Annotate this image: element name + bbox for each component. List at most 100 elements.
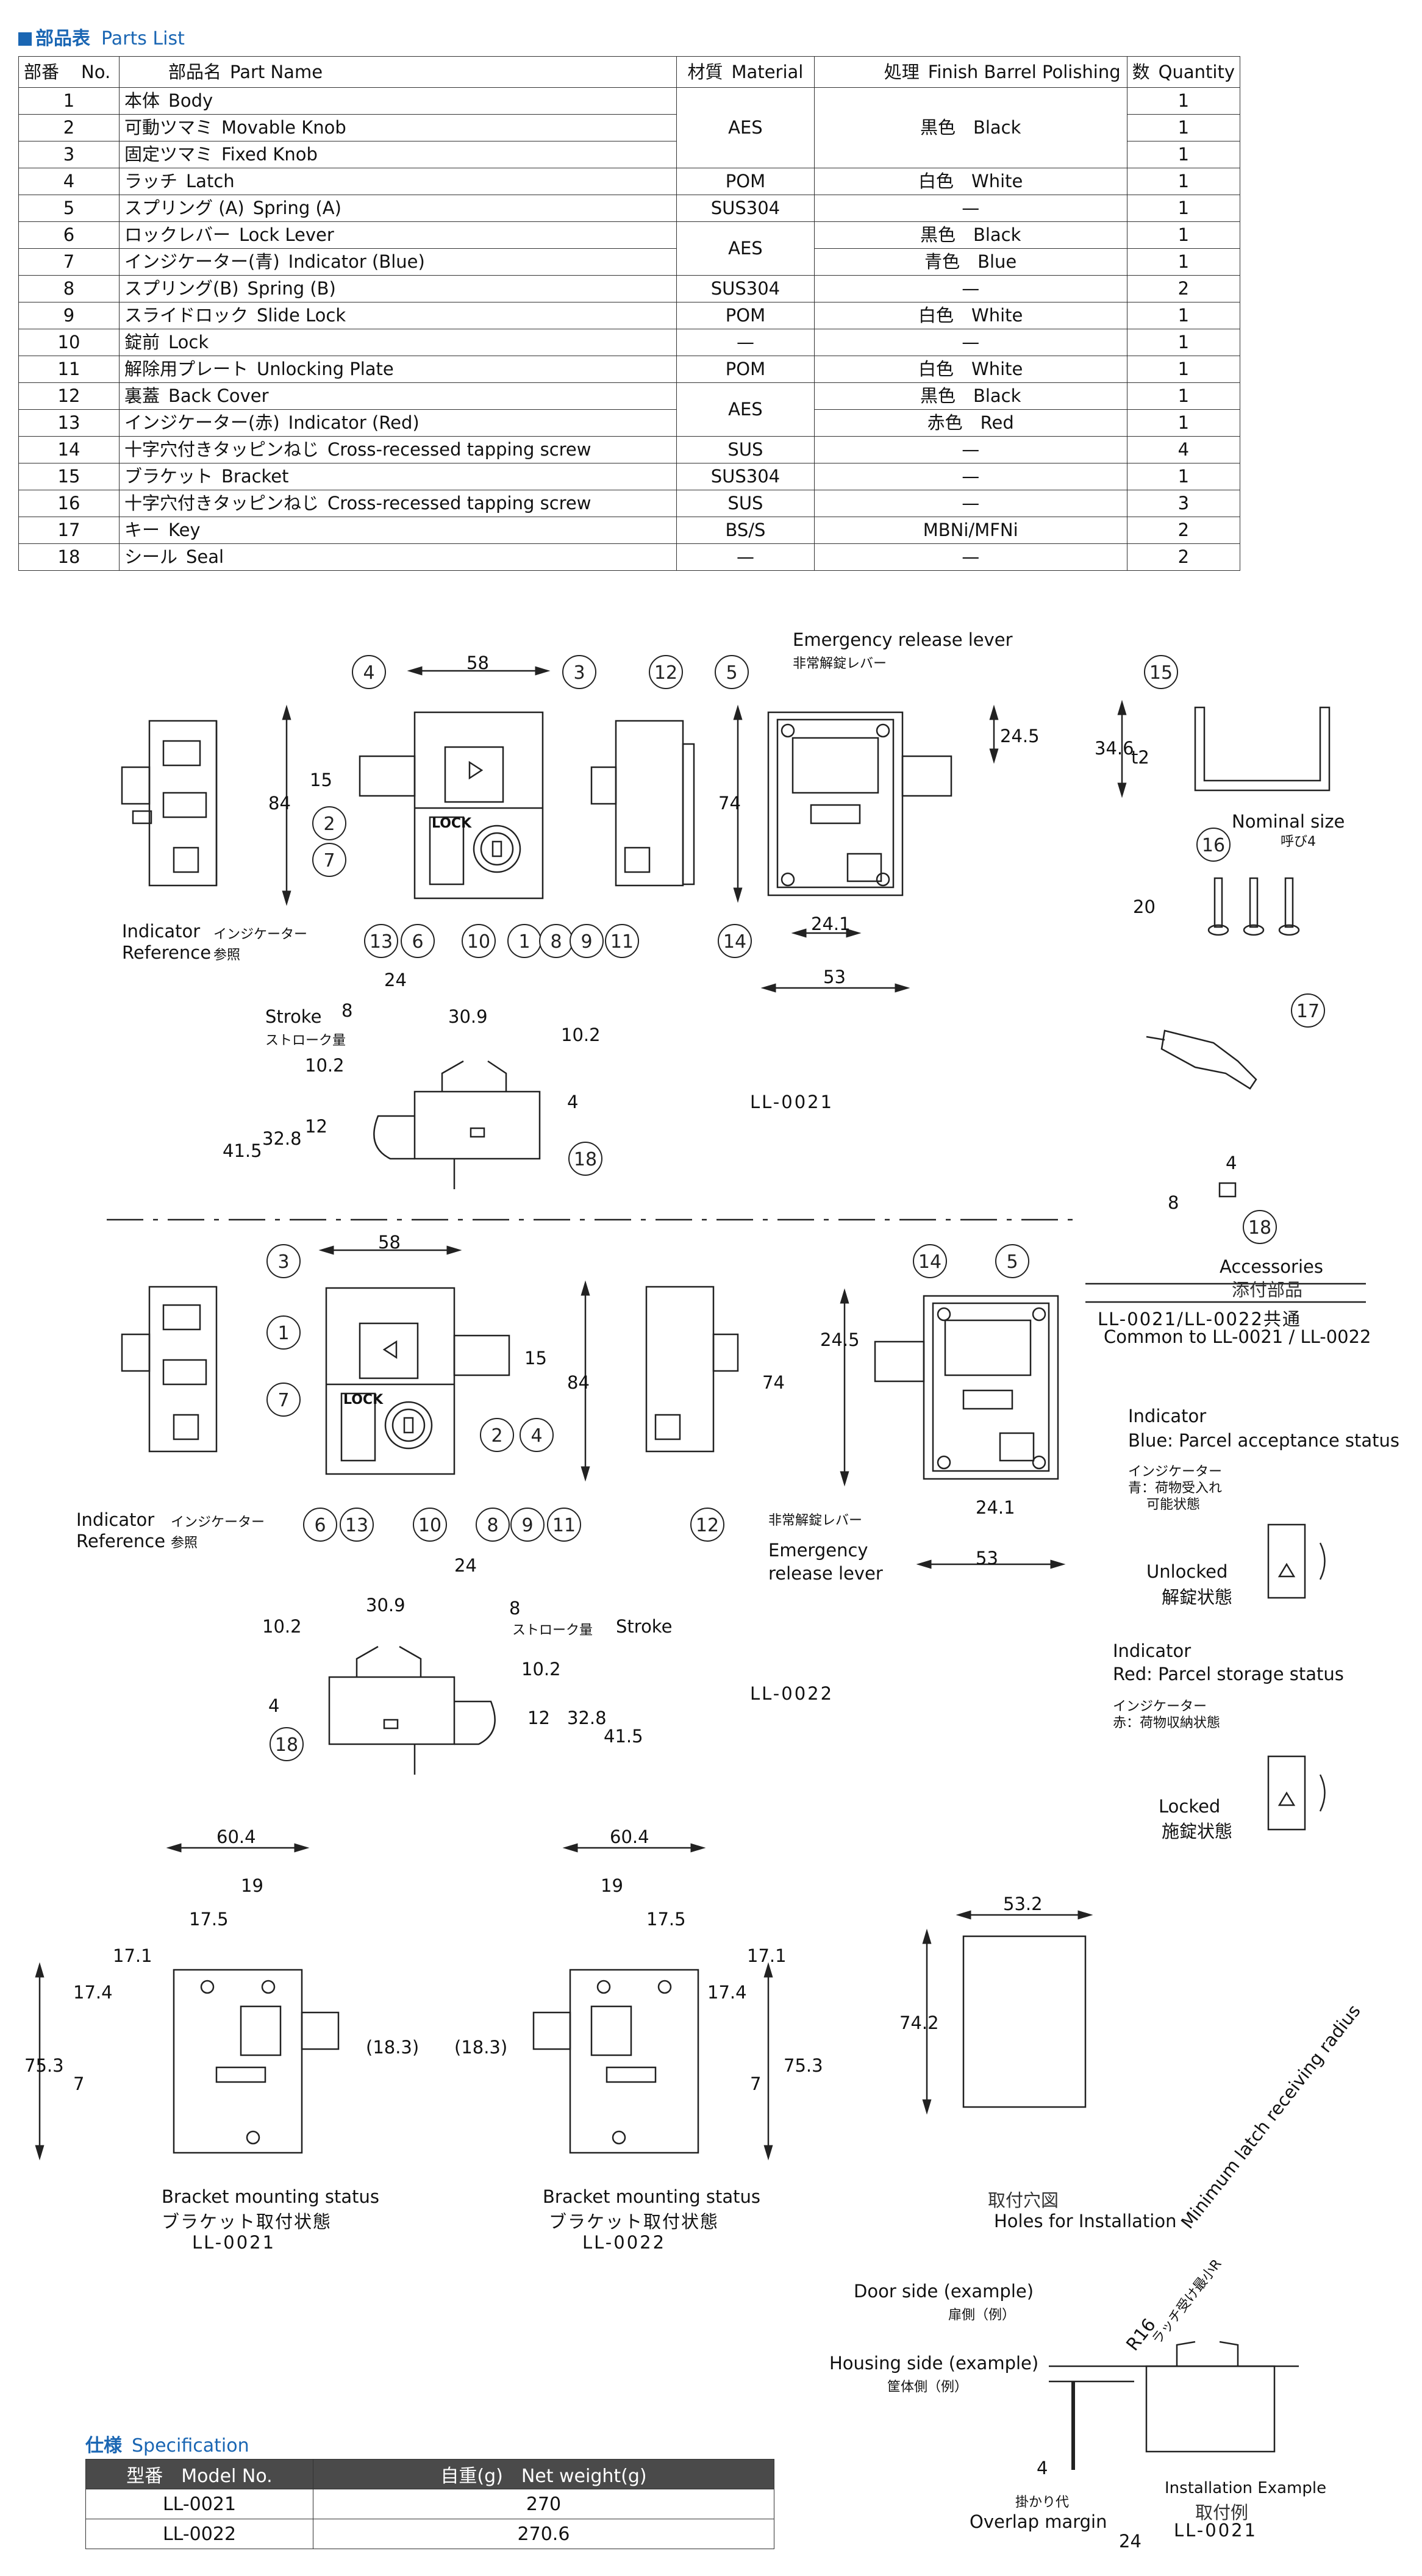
part-name-jp: 十字穴付きタッピンねじ xyxy=(124,439,320,460)
part-name-jp: 裏蓋 xyxy=(124,385,160,406)
part-name: インジケーター(赤)Indicator (Red) xyxy=(118,409,677,437)
dim-84-b: 84 xyxy=(567,1372,590,1393)
parts-title-en: Parts List xyxy=(101,28,185,49)
ll0021-back-view xyxy=(767,711,952,896)
installation-example xyxy=(1049,2341,1299,2470)
part-name-jp: 解除用プレート xyxy=(124,359,249,379)
dim-10-2-c: 10.2 xyxy=(262,1616,302,1637)
svg-text:16: 16 xyxy=(1202,835,1225,856)
dim-74-2: 74.2 xyxy=(899,2012,939,2033)
dim-8-b: 8 xyxy=(1168,1192,1179,1213)
part-name-en: Lock Lever xyxy=(239,224,334,245)
bracket-model-a: LL-0021 xyxy=(192,2232,276,2253)
part-no: 12 xyxy=(18,382,120,410)
part-name-en: Spring (A) xyxy=(252,198,341,218)
spec-table: 型番 Model No. 自重(g) Net weight(g) LL-0021… xyxy=(85,2459,774,2549)
part-name: キー Key xyxy=(118,517,677,544)
ll0021-stroke-detail xyxy=(373,1060,541,1189)
dim-30-9-a: 30.9 xyxy=(448,1006,488,1027)
dim-34-6: 34.6 xyxy=(1095,738,1134,759)
balloon-5: 5 xyxy=(715,655,749,689)
dim-74: 74 xyxy=(718,793,741,814)
dim-24-1: 24.1 xyxy=(811,914,851,934)
part-no: 4 xyxy=(18,168,120,195)
part-finish: 白色 White xyxy=(813,356,1127,383)
part-qty: 1 xyxy=(1126,141,1241,168)
dim-10-2-a: 10.2 xyxy=(561,1025,601,1045)
part-name-en: Unlocking Plate xyxy=(257,359,394,379)
part-finish: 黒色 Black xyxy=(813,221,1127,249)
svg-text:3: 3 xyxy=(573,662,585,684)
dim-15-b: 15 xyxy=(524,1348,547,1368)
dim-32-8-b: 32.8 xyxy=(567,1708,607,1728)
svg-text:5: 5 xyxy=(726,662,737,684)
dim-53-b: 53 xyxy=(976,1548,998,1569)
svg-text:2: 2 xyxy=(323,814,335,835)
part-finish: 赤色 Red xyxy=(813,409,1127,437)
part-material: SUS304 xyxy=(676,275,815,302)
part-material: AES xyxy=(676,382,815,437)
part-name-en: Key xyxy=(168,520,201,540)
dim-53-2: 53.2 xyxy=(1003,1894,1043,1914)
nominal-size-jp: 呼び4 xyxy=(1281,834,1316,850)
indicator-red-desc: Red: Parcel storage status xyxy=(1113,1664,1344,1684)
dim-24-b: 24 xyxy=(454,1555,477,1576)
part-material: SUS304 xyxy=(676,195,815,222)
part-no: 11 xyxy=(18,356,120,383)
svg-text:10: 10 xyxy=(467,931,490,953)
install-example-model: LL-0021 xyxy=(1174,2520,1258,2541)
spec-model: LL-0021 xyxy=(85,2489,313,2519)
dim-41-5-b: 41.5 xyxy=(604,1726,643,1747)
part-no: 5 xyxy=(18,195,120,222)
dim-10-2-d: 10.2 xyxy=(521,1659,561,1680)
bracket-status-jp-a: ブラケット取付状態 xyxy=(162,2211,332,2232)
svg-text:13: 13 xyxy=(345,1515,368,1536)
dim-75-3-b: 75.3 xyxy=(784,2055,823,2076)
part-qty: 4 xyxy=(1126,436,1241,463)
svg-text:12: 12 xyxy=(654,662,677,684)
indicator-ref-en2-b: Reference xyxy=(76,1531,166,1551)
dim-19-a: 19 xyxy=(241,1875,263,1896)
part-material: AES xyxy=(676,87,815,168)
nominal-size-en: Nominal size xyxy=(1232,811,1345,832)
section-square-icon xyxy=(18,32,32,46)
svg-text:11: 11 xyxy=(610,931,634,953)
balloon-12-b: 12 xyxy=(690,1508,724,1542)
dim-24-5-b: 24.5 xyxy=(820,1329,860,1350)
housing-side-jp: 筐体側（例） xyxy=(887,2380,968,2395)
part-name-jp: 本体 xyxy=(124,90,160,111)
unlocked-jp: 解錠状態 xyxy=(1162,1587,1233,1608)
balloon-16: 16 xyxy=(1196,828,1231,862)
emergency-release-jp: 非常解錠レバー xyxy=(793,656,887,671)
part-no: 7 xyxy=(18,248,120,276)
overlap-en: Overlap margin xyxy=(970,2511,1107,2532)
indicator-ref-en2: Reference xyxy=(122,942,212,963)
indicator-ref-en1-b: Indicator xyxy=(76,1509,155,1530)
part-name-jp: 可動ツマミ xyxy=(124,117,213,138)
part-name-en: Seal xyxy=(186,546,224,567)
svg-text:7: 7 xyxy=(277,1390,289,1411)
balloon-15: 15 xyxy=(1144,655,1178,689)
part-qty: 1 xyxy=(1126,195,1241,222)
indicator-blue-jp2: 青：荷物受入れ xyxy=(1128,1481,1223,1496)
part-name-en: Cross-recessed tapping screw xyxy=(327,439,591,460)
accessories-jp: 添付部品 xyxy=(1232,1279,1303,1300)
part-no: 1 xyxy=(18,87,120,115)
dim-7-a: 7 xyxy=(73,2073,85,2094)
part-material: SUS304 xyxy=(676,463,815,490)
part-no: 9 xyxy=(18,302,120,329)
part-name-jp: キー xyxy=(124,520,160,540)
dim-84: 84 xyxy=(268,793,291,814)
lock-text-a: LOCK xyxy=(432,816,472,831)
bracket-model-b: LL-0022 xyxy=(582,2232,666,2253)
